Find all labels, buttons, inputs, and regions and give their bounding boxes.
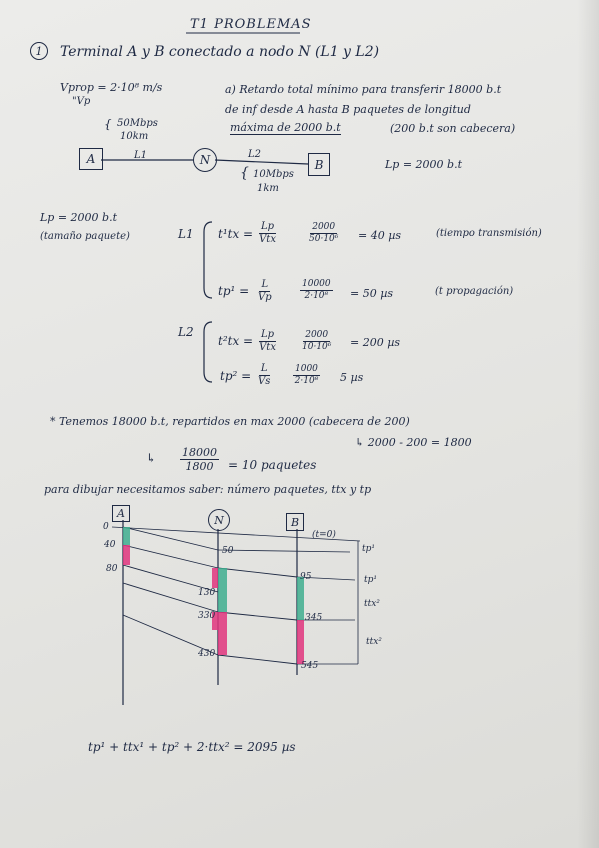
part-a-line3-underlined: máxima de 2000 b.t — [230, 121, 341, 135]
link1-distance: 10km — [120, 131, 149, 142]
l2-p-lhs: tp² = — [220, 369, 252, 383]
node-b: B — [308, 153, 330, 176]
timeline-n-tick-50: 50 — [222, 546, 234, 556]
l1-tx-result: = 40 µs — [358, 229, 402, 242]
draw-line: para dibujar necesitamos saber: número p… — [44, 483, 372, 496]
part-a-line2: de inf desde A hasta B paquetes de longi… — [225, 103, 471, 116]
final-formula: tp¹ + ttx¹ + tp² + 2·ttx² = 2095 µs — [88, 740, 296, 754]
timeline-node-n: N — [208, 509, 230, 531]
tenemos-line: * Tenemos 18000 b.t, repartidos en max 2… — [50, 415, 410, 428]
packet-length-note: (tamaño paquete) — [40, 231, 130, 242]
timeline-b-tick-545: 545 — [301, 661, 319, 671]
packet-length-right: Lp = 2000 b.t — [385, 158, 463, 171]
problem-number: 1 — [30, 42, 48, 60]
timeline-right-label-4: ttx² — [366, 637, 382, 647]
timeline-a-tick-40: 40 — [104, 540, 116, 550]
timeline-a-tick-80: 80 — [106, 564, 118, 574]
l2-tx-result: = 200 µs — [350, 336, 400, 349]
l1-tx-note: (tiempo transmisión) — [436, 228, 542, 239]
timeline-right-label-1: tp¹ — [362, 544, 375, 554]
vp-label: "Vp — [72, 96, 91, 107]
problem-statement: Terminal A y B conectado a nodo N (L1 y … — [60, 44, 380, 60]
l1-p-result: = 50 µs — [350, 287, 394, 300]
timeline-b-tick-95: 95 — [300, 572, 312, 582]
link1-bandwidth: 50Mbps — [117, 118, 158, 129]
link2-distance: 1km — [257, 183, 279, 194]
l1-p-note: (t propagación) — [435, 286, 514, 297]
link2-brace: { — [240, 165, 249, 181]
l2-p-result: 5 µs — [340, 371, 364, 384]
link1-brace: { — [104, 117, 112, 131]
timeline-node-a: A — [112, 505, 130, 522]
part-a-line1: a) Retardo total mínimo para transferir … — [225, 83, 502, 96]
l2-tx-lhs: t²tx = — [218, 334, 254, 348]
timeline-n-tick-430: 430 — [198, 649, 216, 659]
timeline-note-top: (t=0) — [312, 530, 336, 540]
link2-bandwidth: 10Mbps — [253, 169, 294, 180]
packet-length-left: Lp = 2000 b.t — [40, 211, 118, 224]
part-a-line3-rest: (200 b.t son cabecera) — [390, 122, 516, 135]
l1-label: L1 — [178, 227, 194, 241]
node-a: A — [79, 148, 103, 170]
timeline-tick-zero: 0 — [103, 522, 109, 532]
timeline-right-label-2: tp¹ — [364, 575, 377, 585]
link2-label: L2 — [248, 149, 262, 160]
timeline-n-tick-330: 330 — [198, 611, 216, 621]
packets-result: = 10 paquetes — [228, 458, 317, 472]
l2-label: L2 — [178, 325, 194, 339]
timeline-right-label-3: ttx² — [364, 599, 380, 609]
page-edge-shadow — [577, 0, 599, 848]
timeline-b-tick-345: 345 — [305, 613, 323, 623]
useful-bits: ↳ 2000 - 200 = 1800 — [355, 436, 472, 449]
packets-arrow: ↳ — [146, 451, 157, 465]
page-title: T1 PROBLEMAS — [190, 17, 312, 32]
vprop-value: Vprop = 2·10⁸ m/s — [60, 81, 163, 94]
l1-p-lhs: tp¹ = — [218, 284, 250, 298]
timeline-node-b: B — [286, 513, 304, 531]
l1-tx-lhs: t¹tx = — [218, 227, 254, 241]
timeline-n-tick-130: 130 — [198, 588, 216, 598]
link1-label: L1 — [134, 150, 148, 161]
